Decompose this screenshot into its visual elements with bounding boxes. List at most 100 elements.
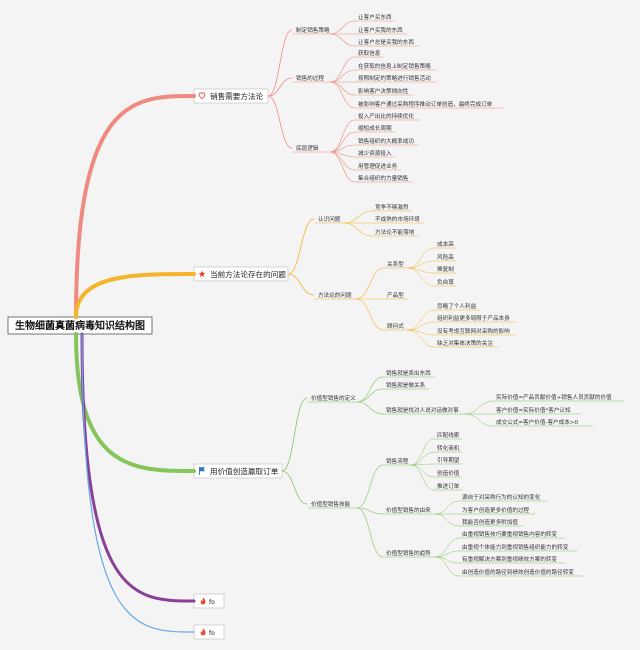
leaf-node[interactable]: 让客户总是买我的东西 — [358, 38, 414, 46]
leaf-node[interactable]: 成交公式=客户价值-客户成本>0 — [496, 418, 579, 426]
branch-connector — [267, 29, 293, 97]
node-level1[interactable]: 价值型销售技能 — [311, 500, 351, 508]
leaf-node[interactable]: 有重视解决方案到重视绩效方案的转变 — [462, 555, 558, 563]
leaf-node[interactable]: 源自于对采购行为的认知的变化 — [462, 493, 541, 501]
branch-label: 当前方法论存在的问题 — [210, 269, 286, 279]
leaf-connector — [410, 464, 435, 491]
leaf-connector — [434, 537, 460, 558]
leaf-node[interactable]: 销售组织的大概率成功 — [358, 137, 414, 145]
node-level1[interactable]: 销售的过程 — [296, 74, 324, 82]
leaf-connector — [407, 309, 435, 331]
leaf-node[interactable]: 让客户买东西 — [358, 13, 392, 21]
leaf-connector — [329, 33, 356, 47]
leaf-node[interactable]: 匹配线索 — [437, 431, 460, 439]
root-title: 生物细菌真菌病毒知识结构图 — [15, 319, 145, 332]
root-branch-connector — [80, 332, 196, 603]
leaf-connector — [329, 56, 356, 83]
leaf-node[interactable]: 按照制定的策略进行销售活动 — [358, 74, 431, 82]
leaf-connector — [329, 119, 356, 153]
leaf-node[interactable]: 我能否创造更多附加值 — [462, 518, 518, 526]
leaf-node[interactable]: 负自尊 — [437, 278, 454, 286]
leaf-node[interactable]: 忽略了个人利益 — [437, 302, 477, 310]
node-level2[interactable]: 价值型销售的趋势 — [386, 549, 431, 557]
leaf-node[interactable]: 竞争不够激烈 — [375, 203, 409, 211]
leaf-connector — [329, 144, 356, 153]
leaf-node[interactable]: 客户价值=实际价值*客户认知 — [496, 406, 571, 414]
leaf-connector — [464, 400, 494, 415]
node-level1[interactable]: 底层逻辑 — [296, 144, 319, 152]
leaf-node[interactable]: 投入产出比的持续优化 — [358, 112, 414, 120]
leaf-node[interactable]: 由重视个体能力到重视销售组织能力的转变 — [462, 543, 569, 551]
leaf-node[interactable]: 为客户创造更多价值的过程 — [462, 506, 530, 514]
node-level2[interactable]: 关系型 — [387, 260, 404, 268]
root-node[interactable]: 生物细菌真菌病毒知识结构图 — [7, 316, 153, 335]
leaf-connector — [464, 413, 494, 427]
leaf-node[interactable]: 在获取的信息上制定销售策略 — [358, 62, 431, 70]
heart-icon — [198, 92, 206, 100]
leaf-node[interactable]: 方法论不能落地 — [375, 228, 415, 236]
leaf-node[interactable]: 获取信息 — [358, 49, 381, 57]
leaf-node[interactable]: 用管理促进业务 — [358, 162, 398, 170]
leaf-node[interactable]: 由创造价值的路径到绩效创造价值的路径转变 — [462, 568, 574, 576]
leaf-node[interactable]: 没有考虑互联网对采购的影响 — [437, 327, 510, 335]
node-level1[interactable]: 制定销售策略 — [296, 26, 330, 34]
root-branch-connector — [81, 333, 195, 633]
leaf-connector — [329, 131, 356, 153]
branch-connector — [281, 397, 308, 472]
node-level2[interactable]: 销售就是做关系 — [386, 381, 426, 389]
leaf-node[interactable]: 减少资源投入 — [358, 149, 392, 157]
leaf-connector — [410, 464, 435, 478]
leaf-node[interactable]: 缩短成长周期 — [358, 124, 392, 132]
sub-connector — [355, 298, 385, 331]
leaf-node[interactable]: 成本高 — [437, 240, 454, 248]
sub-connector — [356, 507, 384, 515]
root-branch-connector — [74, 272, 196, 319]
leaf-node[interactable]: 集合组织的力量销售 — [358, 174, 409, 182]
leaf-node[interactable]: 推进订单 — [437, 482, 460, 490]
node-level2[interactable]: 顾问式 — [387, 322, 404, 330]
branch-connector — [287, 218, 315, 275]
connector-layer — [74, 20, 624, 633]
branch-current-problems[interactable]: 当前方法论存在的问题 — [193, 266, 289, 282]
leaf-connector — [410, 451, 435, 466]
root-branch-connector — [74, 94, 196, 319]
leaf-connector — [410, 438, 435, 466]
node-level2[interactable]: 价值型销售的由来 — [386, 506, 431, 514]
branch-connector — [287, 273, 315, 296]
leaf-node[interactable]: 缺乏对集体决策的关注 — [437, 339, 493, 347]
leaf-node[interactable]: 难复制 — [437, 265, 454, 273]
leaf-node[interactable]: 由重视销售技巧要重视销售内容的转变 — [462, 530, 558, 538]
leaf-connector — [329, 81, 356, 96]
branch-connector — [281, 470, 308, 505]
leaf-node[interactable]: 影响客户决策倾向性 — [358, 87, 409, 95]
leaf-node[interactable]: 转化商机 — [437, 444, 460, 452]
node-level1[interactable]: 方法论的问题 — [318, 291, 352, 299]
node-level2[interactable]: 销售流程 — [386, 457, 409, 465]
node-level2[interactable]: 销售就是卖出东西 — [386, 369, 431, 377]
node-level1[interactable]: 认识问题 — [318, 215, 341, 223]
leaf-node[interactable]: 让客户买我的东西 — [358, 26, 403, 34]
leaf-node[interactable]: 不成熟的市场环境 — [375, 215, 420, 223]
branch-connector — [267, 77, 293, 97]
node-level2[interactable]: 产品型 — [387, 291, 404, 299]
branch-connector — [267, 95, 293, 149]
leaf-connector — [434, 556, 460, 577]
branch-fo-1[interactable]: fo — [193, 593, 225, 609]
leaf-node[interactable]: 引导期望 — [437, 456, 460, 464]
branch-sales-methodology[interactable]: 销售需要方法论 — [193, 88, 269, 104]
leaf-node[interactable]: 实际价值=产品贡献价值+销售人员贡献的价值 — [496, 393, 612, 401]
node-level2[interactable]: 销售就是找对人说对话做对事 — [386, 406, 459, 414]
leaf-node[interactable]: 组织利益更多局限于产品本身 — [437, 314, 510, 322]
branch-value-creation[interactable]: 用价值创造赢取订单 — [193, 463, 283, 479]
leaf-node[interactable]: 被影响客户通过采购程序推动订单创造，最终完成订单 — [358, 100, 493, 108]
leaf-node[interactable]: 创造价值 — [437, 469, 460, 477]
branch-label: fo — [209, 599, 215, 606]
branch-fo-2[interactable]: fo — [193, 624, 225, 640]
flag-icon — [199, 467, 205, 475]
leaf-node[interactable]: 风险高 — [437, 253, 454, 261]
leaf-connector — [343, 210, 373, 224]
leaf-connector — [329, 69, 356, 83]
node-level1[interactable]: 价值型销售的定义 — [311, 394, 356, 402]
